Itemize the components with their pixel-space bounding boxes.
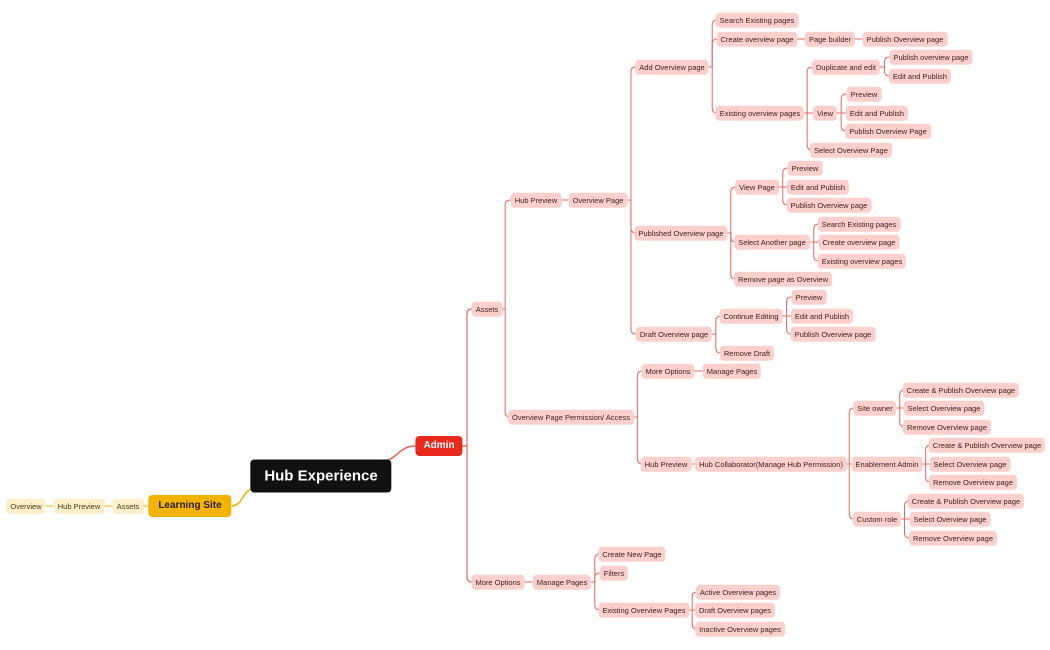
topic-continue-editing[interactable]: Continue Editing: [719, 308, 783, 324]
topic-publish-overview-page[interactable]: Publish Overview page: [862, 31, 948, 47]
topic-vp-publish-overview-page[interactable]: Publish Overview page: [786, 197, 872, 213]
topic-admin[interactable]: Admin: [415, 436, 463, 456]
topic-ce-preview[interactable]: Preview: [791, 289, 827, 305]
topic-perm-hub-preview[interactable]: Hub Preview: [640, 456, 692, 472]
topic-more-options[interactable]: More Options: [471, 574, 525, 590]
edge-topic-continue-editing-to-topic-ce-preview: [782, 296, 792, 317]
topic-vp-edit-and-publish[interactable]: Edit and Publish: [786, 179, 850, 195]
topic-sa-create-overview-page[interactable]: Create overview page: [818, 234, 900, 250]
topic-perm-more-options[interactable]: More Options: [641, 363, 695, 379]
topic-remove-page-as-overview[interactable]: Remove page as Overview: [733, 271, 833, 287]
edge-topic-existing-overview-pages-to-topic-duplicate-and-edit: [804, 66, 813, 114]
topic-view[interactable]: View: [812, 105, 838, 121]
edge-topic-admin-to-topic-assets: [462, 308, 473, 447]
topic-existing-overview-pages-mo[interactable]: Existing Overview Pages: [598, 602, 690, 618]
topic-cr-remove[interactable]: Remove Overview page: [908, 530, 998, 546]
edge-topic-assets-to-topic-hub-preview: [502, 199, 511, 310]
topic-ce-publish-overview-page[interactable]: Publish Overview page: [790, 326, 876, 342]
topic-so-create-publish[interactable]: Create & Publish Overview page: [902, 382, 1020, 398]
topic-inactive-overview-pages[interactable]: Inactive Overview pages: [695, 621, 785, 637]
topic-view-preview[interactable]: Preview: [846, 86, 882, 102]
topic-remove-draft[interactable]: Remove Draft: [719, 345, 775, 361]
topic-select-another-page[interactable]: Select Another page: [734, 234, 810, 250]
topic-view-page[interactable]: View Page: [735, 179, 779, 195]
topic-existing-overview-pages[interactable]: Existing overview pages: [715, 105, 805, 121]
learning-assets[interactable]: Assets: [112, 498, 144, 514]
topic-overview-page[interactable]: Overview Page: [568, 192, 628, 208]
edge-topic-overview-page-to-topic-draft-overview-page: [627, 199, 636, 335]
edge-topic-hub-collaborator-to-topic-site-owner: [846, 407, 855, 465]
edge-topic-admin-to-topic-more-options: [462, 445, 473, 583]
topic-draft-overview-page[interactable]: Draft Overview page: [635, 326, 713, 342]
topic-overview-page-permission[interactable]: Overview Page Permission/ Access: [508, 409, 634, 425]
topic-published-overview-page[interactable]: Published Overview page: [634, 225, 728, 241]
topic-cr-create-publish[interactable]: Create & Publish Overview page: [907, 493, 1025, 509]
learning-overview[interactable]: Overview: [6, 498, 46, 514]
topic-create-new-page[interactable]: Create New Page: [598, 546, 666, 562]
topic-ce-edit-and-publish[interactable]: Edit and Publish: [790, 308, 854, 324]
topic-cr-select[interactable]: Select Overview page: [909, 511, 991, 527]
topic-active-overview-pages[interactable]: Active Overview pages: [695, 584, 781, 600]
topic-dup-edit-and-publish[interactable]: Edit and Publish: [888, 68, 952, 84]
topic-filters[interactable]: Filters: [599, 565, 629, 581]
topic-duplicate-and-edit[interactable]: Duplicate and edit: [811, 59, 881, 75]
topic-ea-remove[interactable]: Remove Overview page: [928, 474, 1018, 490]
topic-site-owner[interactable]: Site owner: [853, 400, 897, 416]
edge-topic-view-to-topic-view-preview: [837, 93, 847, 114]
edge-topic-view-page-to-topic-vp-preview: [778, 167, 788, 188]
topic-create-overview-page[interactable]: Create overview page: [716, 31, 798, 47]
edge-topic-hub-collaborator-to-topic-custom-role: [846, 463, 855, 520]
topic-ea-create-publish[interactable]: Create & Publish Overview page: [928, 437, 1046, 453]
edge-topic-mo-manage-pages-to-topic-filters: [591, 572, 600, 583]
topic-perm-manage-pages[interactable]: Manage Pages: [702, 363, 762, 379]
topic-select-overview-page[interactable]: Select Overview Page: [810, 142, 892, 158]
topic-learning-site[interactable]: Learning Site: [148, 495, 232, 517]
topic-vp-preview[interactable]: Preview: [787, 160, 823, 176]
topic-sa-search-existing-pages[interactable]: Search Existing pages: [817, 216, 901, 232]
topic-enablement-admin[interactable]: Enablement Admin: [851, 456, 923, 472]
edge-topic-duplicate-and-edit-to-topic-dup-publish-overview-page: [880, 56, 890, 68]
central-topic-hub-experience[interactable]: Hub Experience: [250, 459, 392, 493]
edge-topic-overview-page-permission-to-topic-perm-more-options: [633, 370, 643, 418]
edge-topic-assets-to-topic-overview-page-permission: [502, 308, 511, 418]
topic-sa-existing-overview-pages[interactable]: Existing overview pages: [817, 253, 907, 269]
topic-add-overview-page[interactable]: Add Overview page: [635, 59, 709, 75]
topic-view-edit-and-publish[interactable]: Edit and Publish: [845, 105, 909, 121]
topic-hub-collaborator[interactable]: Hub Collaborator(Manage Hub Permission): [695, 456, 847, 472]
topic-mo-manage-pages[interactable]: Manage Pages: [532, 574, 592, 590]
topic-page-builder[interactable]: Page builder: [804, 31, 856, 47]
edge-topic-overview-page-to-topic-add-overview-page: [627, 66, 636, 201]
topic-hub-preview[interactable]: Hub Preview: [510, 192, 562, 208]
topic-view-publish-overview-page[interactable]: Publish Overview Page: [845, 123, 931, 139]
topic-draft-overview-pages[interactable]: Draft Overview pages: [694, 602, 776, 618]
topic-ea-select[interactable]: Select Overview page: [929, 456, 1011, 472]
topic-assets[interactable]: Assets: [471, 301, 503, 317]
topic-so-select[interactable]: Select Overview page: [903, 400, 985, 416]
topic-search-existing-pages[interactable]: Search Existing pages: [715, 12, 799, 28]
topic-so-remove[interactable]: Remove Overview page: [902, 419, 992, 435]
edge-topic-published-overview-page-to-topic-view-page: [727, 186, 736, 234]
topic-dup-publish-overview-page[interactable]: Publish overview page: [889, 49, 973, 65]
learning-hub-preview[interactable]: Hub Preview: [53, 498, 105, 514]
topic-custom-role[interactable]: Custom role: [852, 511, 902, 527]
